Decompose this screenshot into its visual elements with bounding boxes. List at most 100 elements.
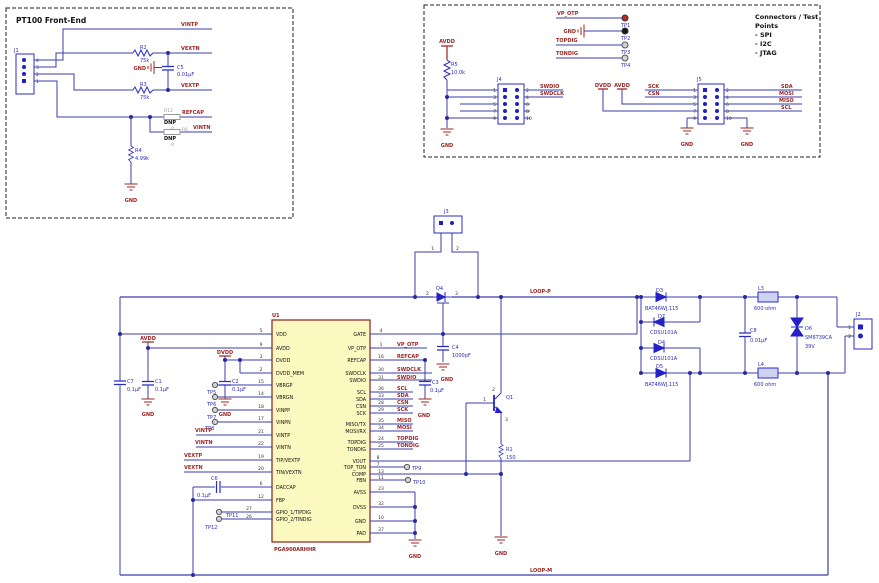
j4-pin-number: 5: [493, 102, 496, 108]
connector-j5: J5 1 3 5 7 9 2 4 6 8 10: [693, 77, 732, 125]
net-label-scl: SCL: [781, 105, 792, 111]
gnd-label: GND: [134, 66, 146, 72]
net-label: REFCAP: [397, 354, 419, 360]
pin-name: VBRGN: [276, 395, 294, 401]
net-label: SCK: [397, 407, 409, 413]
j4-pin-number: 6: [526, 102, 529, 108]
testpoint-tp1: [621, 14, 629, 22]
bridge-wires: [640, 296, 854, 374]
j5-pin-number: 3: [693, 95, 696, 101]
tp2-designator: TP2: [620, 36, 630, 42]
testpoint-tp5: [211, 381, 219, 389]
power-label-avdd: AVDD: [439, 39, 455, 45]
pin-number: 25: [378, 443, 384, 449]
pin-number: 36: [378, 386, 384, 392]
diode-d5: D5 BAT46WJ,115: [645, 364, 678, 388]
j4-pin-number: 4: [526, 95, 529, 101]
c6-designator: C6: [211, 476, 218, 482]
tp7-designator: TP7: [206, 415, 216, 421]
j1-pin-number: 1: [36, 79, 39, 85]
pin-number: 26: [246, 514, 252, 520]
c4-value: 1000pF: [452, 353, 471, 359]
tp12-designator: TP12: [204, 525, 217, 531]
resistor-r3: R3 75k: [132, 82, 154, 101]
gnd-symbol-r1: [494, 536, 508, 544]
pin-name: FBN: [356, 478, 366, 484]
pin-name: DACCAP: [276, 485, 296, 491]
pin-name: VDD: [276, 332, 287, 338]
pin-name: SWDCLK: [345, 371, 367, 377]
pin-number: 34: [378, 425, 384, 431]
j5-pin-number: 7: [693, 109, 696, 115]
pin-number: 35: [378, 418, 384, 424]
net-label-vextn: VEXTN: [184, 465, 203, 471]
gnd-symbol-c1: [141, 398, 155, 406]
net-label: MOSI: [397, 425, 412, 431]
tp6-designator: TP6: [206, 402, 216, 408]
net-label-vintp: VINTP: [195, 428, 212, 434]
pin-name: CSN: [356, 404, 366, 410]
r6-value: 0: [171, 142, 174, 148]
connectors-note-line2: Points: [755, 22, 778, 30]
gnd-symbol-j5-left: [680, 127, 694, 135]
gnd-label: GND: [681, 142, 693, 148]
q4-pin-number: 3: [455, 291, 458, 297]
gnd-symbol-c3: [418, 398, 432, 406]
c2-value: 0.1µF: [232, 387, 246, 393]
r1-designator: R1: [506, 447, 513, 453]
capacitor-c1: C1 0.1µF GND: [141, 379, 169, 418]
gnd-label: GND: [125, 198, 137, 204]
j5-wires: [602, 89, 802, 128]
c7-value: 0.1µF: [127, 387, 141, 393]
junction-dots: [118, 295, 830, 577]
c6-value: 0.1µF: [197, 493, 211, 499]
testpoint-tp8: [211, 418, 219, 426]
tp5-designator: TP5: [206, 390, 216, 396]
inductor-l3: L3 600 ohm: [754, 286, 779, 312]
connectors-test-points-block: Connectors / Test Points - SPI - I2C - J…: [423, 4, 821, 158]
pin-name: TIN/VEXTN: [275, 470, 302, 476]
pin-number: 6: [260, 481, 263, 487]
gnd-symbol-c2: [218, 398, 232, 406]
pin-number: 21: [258, 429, 264, 435]
power-label-avdd: AVDD: [614, 83, 630, 89]
pin-name: SDA: [356, 397, 367, 403]
c7-designator: C7: [127, 379, 134, 385]
resistor-r1: R1 150 GND: [494, 443, 516, 557]
pin-name: DVSS: [353, 505, 366, 511]
capacitor-c4: C4 1000pF GND: [436, 334, 471, 383]
q1-designator: Q1: [506, 395, 513, 401]
capacitor-c3: C3 0.1µF GND: [418, 360, 444, 419]
net-label-tondig: TONDIG: [556, 51, 578, 57]
pin-name: TOP_TON: [343, 465, 367, 471]
pin-number: 20: [258, 466, 264, 472]
pin-number: 3: [260, 354, 263, 360]
net-label-topdig: TOPDIG: [556, 38, 577, 44]
j4-pin-number: 9: [493, 116, 496, 122]
q4-designator: Q4: [436, 286, 443, 292]
j5-designator: J5: [696, 77, 702, 83]
q1-pin-number: 1: [483, 397, 486, 403]
c8-designator: C8: [750, 328, 757, 334]
gnd-symbol-ic: [408, 539, 422, 547]
pin-number: 7: [377, 462, 380, 468]
d6-designator: D6: [805, 326, 812, 332]
transistor-q4: Q4 2 3: [426, 286, 458, 304]
net-label: TOPDIG: [397, 436, 418, 442]
pin-name: VBRGP: [276, 383, 293, 389]
resistor-r5: R5 10.0k: [443, 59, 465, 81]
diode-d3: D3 BAT46WJ,115: [645, 288, 678, 312]
pin-number: 14: [258, 391, 264, 397]
net-label-vextp: VEXTP: [181, 83, 200, 89]
u1-designator: U1: [272, 313, 280, 319]
j4-pin-number: 7: [493, 109, 496, 115]
testpoint-tp4: [621, 54, 629, 62]
c1-designator: C1: [155, 379, 162, 385]
connectors-note-spi: - SPI: [755, 31, 772, 39]
resistor-r2: R2 75k: [132, 45, 154, 64]
connector-j2: J2 1 2: [848, 312, 873, 350]
net-label-refcap: REFCAP: [182, 110, 204, 116]
u1-part-number: PGA900ARHHR: [274, 547, 316, 553]
j3-pin-number: 1: [431, 246, 434, 252]
